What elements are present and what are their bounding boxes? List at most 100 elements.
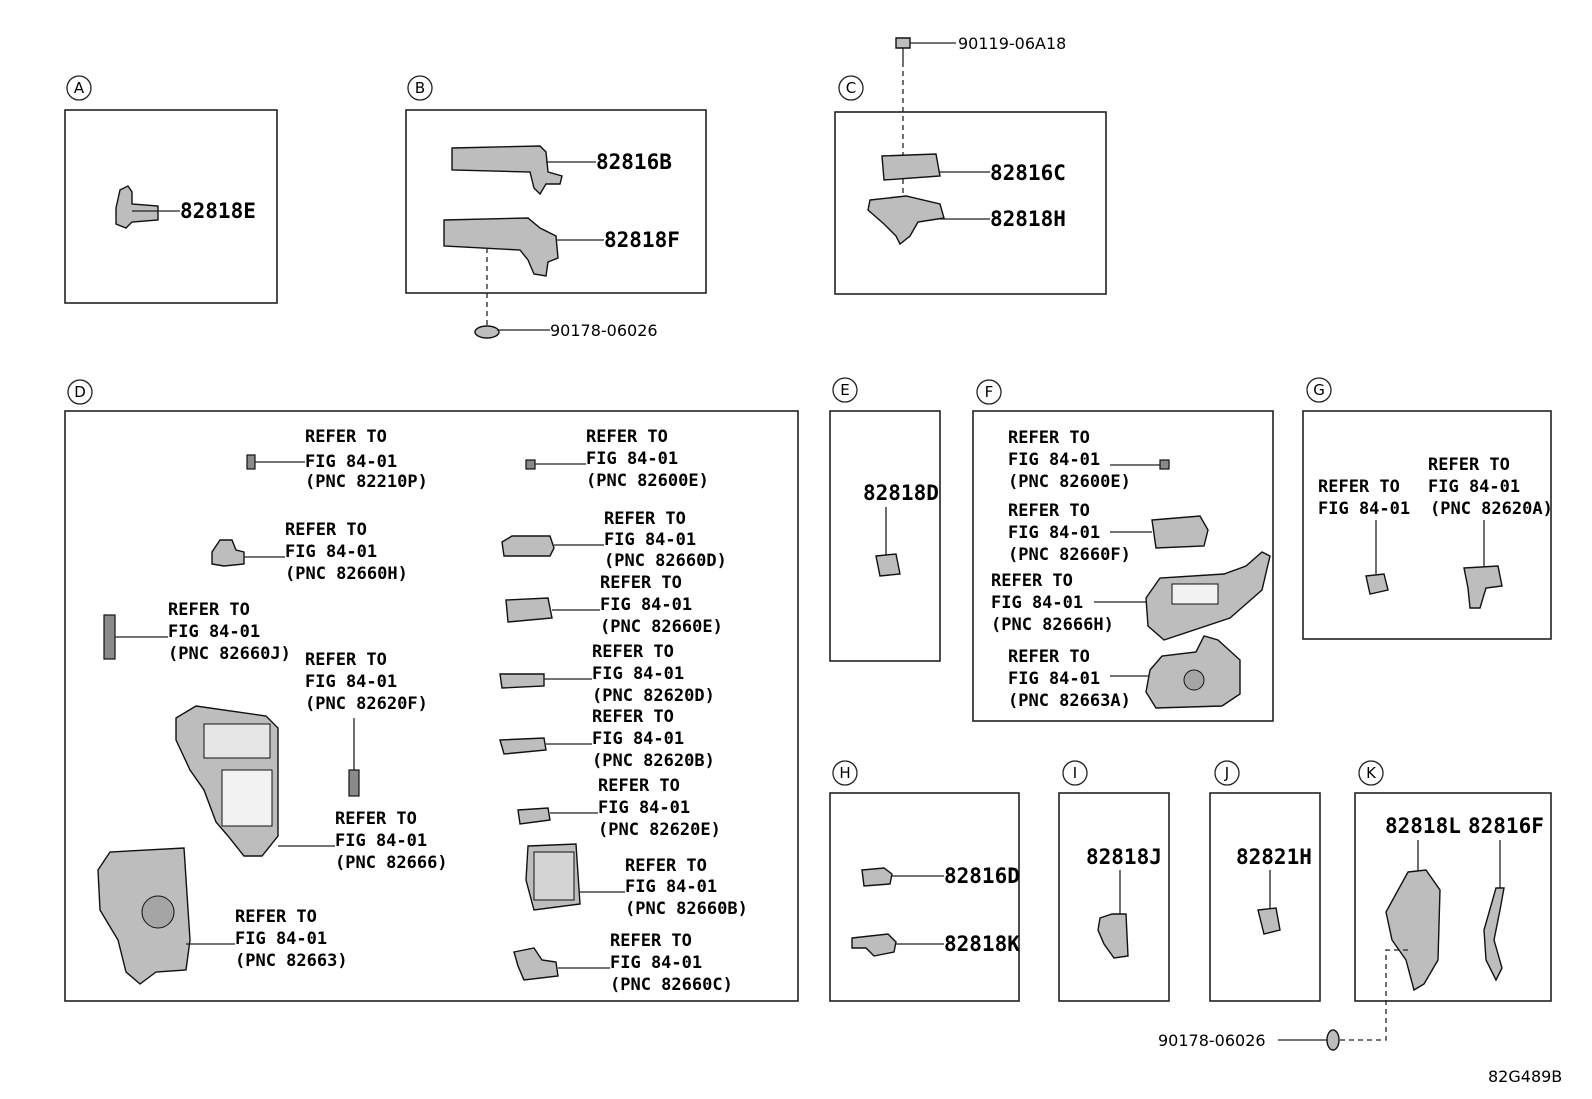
- connector-82600e-f[interactable]: [1159, 459, 1170, 470]
- svg-text:REFER TO: REFER TO: [610, 931, 692, 951]
- svg-text:FIG 84-01: FIG 84-01: [305, 452, 397, 472]
- section-label-b: B: [407, 75, 433, 101]
- connector-82620f[interactable]: [348, 769, 360, 797]
- part-82816c[interactable]: 82816C: [881, 153, 1066, 185]
- svg-text:REFER TO: REFER TO: [305, 427, 387, 447]
- part-82816b[interactable]: 82816B: [451, 145, 672, 196]
- svg-text:A: A: [74, 79, 85, 97]
- svg-text:K: K: [1366, 764, 1377, 782]
- callout-82666: REFER TO FIG 84-01 (PNC 82666): [335, 809, 448, 873]
- svg-text:(PNC 82666): (PNC 82666): [335, 853, 448, 873]
- connector-82620e[interactable]: [517, 807, 551, 825]
- svg-text:(PNC 82663A): (PNC 82663A): [1008, 691, 1131, 711]
- svg-text:FIG 84-01: FIG 84-01: [1008, 523, 1100, 543]
- svg-text:FIG 84-01: FIG 84-01: [592, 664, 684, 684]
- part-number-82821h: 82821H: [1236, 845, 1312, 869]
- svg-text:REFER TO: REFER TO: [1008, 501, 1090, 521]
- connector-82660d[interactable]: [501, 535, 555, 557]
- svg-text:(PNC 82620A): (PNC 82620A): [1430, 499, 1553, 519]
- svg-text:FIG 84-01: FIG 84-01: [586, 449, 678, 469]
- callout-82620b: REFER TO FIG 84-01 (PNC 82620B): [592, 707, 715, 771]
- callout-82620a: REFER TO FIG 84-01 (PNC 82620A): [1428, 455, 1553, 519]
- part-82818l[interactable]: 82818L: [1385, 814, 1461, 992]
- svg-text:(PNC 82620F): (PNC 82620F): [305, 694, 428, 714]
- part-number-82818d: 82818D: [863, 481, 939, 505]
- callout-82210p: REFER TO FIG 84-01 (PNC 82210P): [305, 427, 428, 492]
- svg-text:(PNC 82660D): (PNC 82660D): [604, 551, 727, 571]
- svg-text:REFER TO: REFER TO: [1318, 477, 1400, 497]
- cover-82663[interactable]: [97, 847, 235, 985]
- connector-82210p[interactable]: [246, 454, 256, 470]
- fastener-90178-06026-k[interactable]: 90178-06026: [1158, 1029, 1340, 1051]
- svg-text:(PNC 82660B): (PNC 82660B): [625, 899, 748, 919]
- connector-82660e[interactable]: [505, 597, 553, 623]
- part-number-90119-06a18: 90119-06A18: [958, 34, 1066, 53]
- section-label-j: J: [1214, 760, 1240, 786]
- part-82818k[interactable]: 82818K: [851, 932, 1020, 957]
- svg-text:FIG 84-01: FIG 84-01: [285, 542, 377, 562]
- fastener-90178-06026-b[interactable]: 90178-06026: [474, 321, 658, 340]
- svg-text:FIG 84-01: FIG 84-01: [600, 595, 692, 615]
- svg-text:H: H: [839, 764, 850, 782]
- section-k-frame: [1354, 792, 1552, 1002]
- part-number-82818e: 82818E: [180, 199, 256, 223]
- svg-text:REFER TO: REFER TO: [598, 776, 680, 796]
- section-label-a: A: [66, 75, 92, 101]
- callout-g-left: REFER TO FIG 84-01: [1318, 477, 1410, 519]
- part-82816f[interactable]: 82816F: [1468, 814, 1544, 982]
- part-82818h[interactable]: 82818H: [867, 195, 1066, 246]
- svg-text:(PNC 82660E): (PNC 82660E): [600, 617, 723, 637]
- bracket-82666h[interactable]: [1145, 551, 1271, 641]
- svg-text:REFER TO: REFER TO: [625, 856, 707, 876]
- connector-82620d[interactable]: [499, 673, 545, 689]
- callout-82660j: REFER TO FIG 84-01 (PNC 82660J): [168, 600, 291, 664]
- svg-text:REFER TO: REFER TO: [235, 907, 317, 927]
- svg-text:FIG 84-01: FIG 84-01: [235, 929, 327, 949]
- part-82818d[interactable]: 82818D: [863, 481, 939, 577]
- svg-text:REFER TO: REFER TO: [285, 520, 367, 540]
- section-label-f: F: [976, 379, 1002, 405]
- fuse-block-82660b[interactable]: [525, 843, 625, 911]
- svg-text:FIG 84-01: FIG 84-01: [598, 798, 690, 818]
- svg-text:FIG 84-01: FIG 84-01: [1428, 477, 1520, 497]
- connector-82600e-d[interactable]: [525, 459, 536, 470]
- connector-82620b[interactable]: [499, 737, 547, 755]
- connector-82660f[interactable]: [1151, 515, 1209, 549]
- section-label-k: K: [1358, 760, 1384, 786]
- connector-82660h[interactable]: [211, 539, 245, 567]
- svg-text:REFER TO: REFER TO: [592, 707, 674, 727]
- callout-82663a: REFER TO FIG 84-01 (PNC 82663A): [1008, 647, 1131, 711]
- connector-82620a[interactable]: [1463, 565, 1503, 609]
- connector-82660j[interactable]: [103, 614, 116, 660]
- callout-82666h: REFER TO FIG 84-01 (PNC 82666H): [991, 571, 1114, 635]
- svg-text:FIG 84-01: FIG 84-01: [604, 530, 696, 550]
- clip-g[interactable]: [1365, 573, 1389, 595]
- svg-text:(PNC 82660H): (PNC 82660H): [285, 564, 408, 584]
- part-82821h[interactable]: 82821H: [1236, 845, 1312, 935]
- connector-82660c[interactable]: [513, 947, 559, 981]
- svg-text:I: I: [1073, 764, 1077, 782]
- part-82818j[interactable]: 82818J: [1086, 845, 1162, 959]
- bolt-90119-06a18[interactable]: 90119-06A18: [895, 34, 1066, 62]
- part-number-90178-06026-b: 90178-06026: [550, 321, 658, 340]
- callout-82660b: REFER TO FIG 84-01 (PNC 82660B): [625, 856, 748, 919]
- svg-text:FIG 84-01: FIG 84-01: [305, 672, 397, 692]
- svg-text:(PNC 82600E): (PNC 82600E): [1008, 472, 1131, 492]
- svg-text:C: C: [846, 79, 856, 97]
- part-82816d[interactable]: 82816D: [861, 864, 1020, 888]
- relay-block-82666[interactable]: [175, 705, 335, 857]
- callout-82663: REFER TO FIG 84-01 (PNC 82663): [235, 907, 348, 971]
- part-82818e[interactable]: 82818E: [115, 185, 256, 229]
- section-i-frame: [1058, 792, 1170, 1002]
- svg-text:(PNC 82620D): (PNC 82620D): [592, 686, 715, 706]
- cover-82663a[interactable]: [1145, 635, 1241, 709]
- part-82818f[interactable]: 82818F: [443, 217, 680, 277]
- svg-text:FIG 84-01: FIG 84-01: [1008, 669, 1100, 689]
- diagram-code: 82G489B: [1488, 1067, 1562, 1086]
- svg-text:(PNC 82600E): (PNC 82600E): [586, 471, 709, 491]
- section-label-d: D: [67, 379, 93, 405]
- svg-text:(PNC 82663): (PNC 82663): [235, 951, 348, 971]
- callout-82660e: REFER TO FIG 84-01 (PNC 82660E): [600, 573, 723, 637]
- section-h-frame: [829, 792, 1020, 1002]
